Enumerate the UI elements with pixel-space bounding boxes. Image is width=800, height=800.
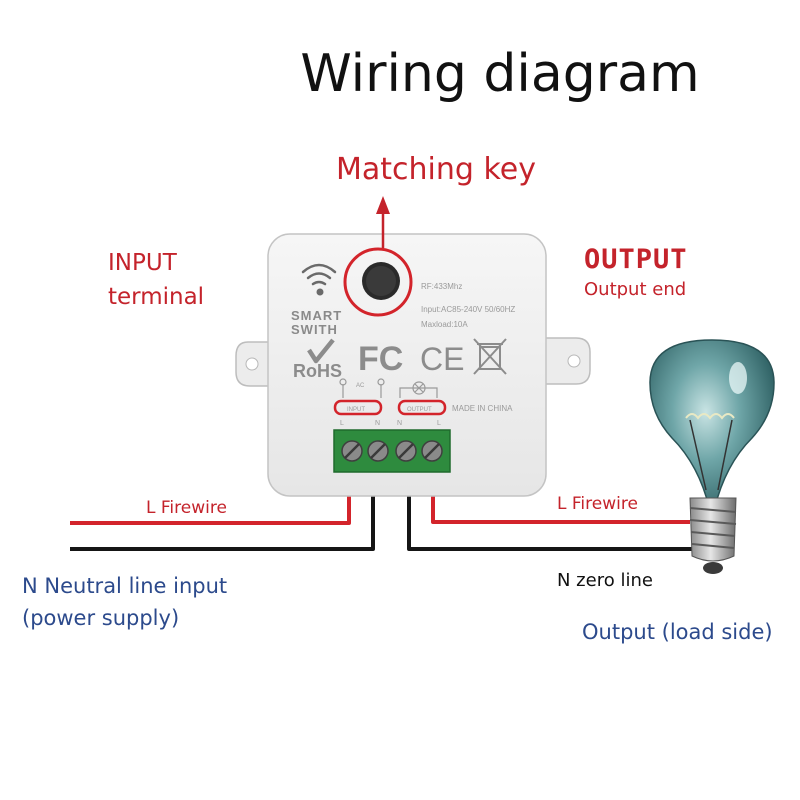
page-title: Wiring diagram <box>300 44 700 104</box>
neutral-line2: (power supply) <box>22 606 180 630</box>
output-box-highlight <box>397 399 447 416</box>
left-black-wire <box>70 492 375 551</box>
device-brand-line2: SWITH <box>291 322 338 337</box>
arrow-up-icon <box>376 196 390 248</box>
wires <box>70 492 700 551</box>
output-box-label: OUTPUT <box>407 407 432 413</box>
bin-crossed-icon <box>473 338 507 375</box>
spec-load: Maxload:10A <box>421 320 468 329</box>
device-ears <box>235 337 591 387</box>
matching-key-highlight <box>343 247 413 317</box>
lamp-symbol-icon <box>412 381 426 395</box>
terminal-label-l2: L <box>437 420 441 427</box>
neutral-line-label: N Neutral line input (power supply) <box>22 570 227 634</box>
neutral-line1: N Neutral line input <box>22 574 228 598</box>
ac-label: AC <box>356 383 365 389</box>
left-red-wire <box>70 492 351 525</box>
matching-key-label: Matching key <box>336 152 536 187</box>
rohs-mark: RoHS <box>293 361 342 381</box>
output-load-label: Output (load side) <box>582 620 773 644</box>
rohs-check-icon <box>307 338 335 364</box>
input-box-highlight <box>333 399 383 416</box>
terminal-label-n1: N <box>375 420 380 427</box>
made-in-label: MADE IN CHINA <box>452 404 513 413</box>
right-black-wire <box>407 492 700 551</box>
l-firewire-left-label: L Firewire <box>146 498 227 518</box>
input-terminal-label: INPUT terminal <box>108 246 204 314</box>
spec-input: Input:AC85-240V 50/60HZ <box>421 305 515 314</box>
output-subtitle: Output end <box>584 279 687 300</box>
light-bulb-icon <box>649 339 775 574</box>
input-label-line2: terminal <box>108 284 205 310</box>
terminal-screws <box>341 440 443 462</box>
wifi-icon <box>301 263 337 286</box>
terminal-label-n2: N <box>397 420 402 427</box>
spec-rf: RF:433Mhz <box>421 282 462 291</box>
fc-mark: FC <box>358 340 403 378</box>
output-title: OUTPUT <box>584 244 688 275</box>
l-firewire-right-label: L Firewire <box>557 494 638 514</box>
device-brand-line1: SMART <box>291 308 342 323</box>
ce-mark: CE <box>420 341 464 377</box>
input-box-label: INPUT <box>347 407 365 413</box>
right-red-wire <box>431 492 690 524</box>
input-label-line1: INPUT <box>108 250 177 276</box>
terminal-label-l1: L <box>340 420 344 427</box>
n-zero-line-label: N zero line <box>557 570 653 591</box>
